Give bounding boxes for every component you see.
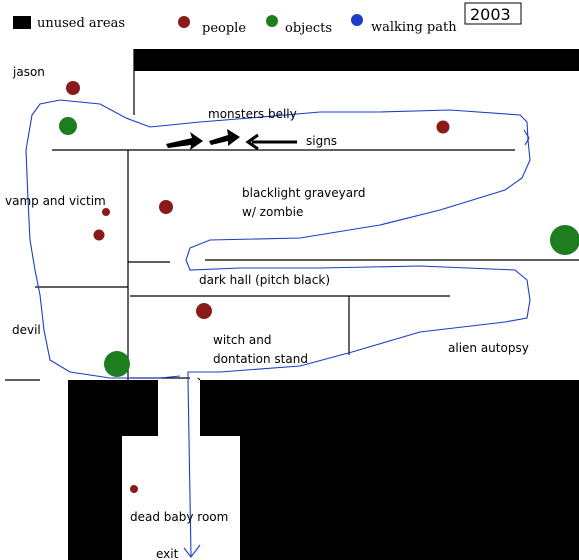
label-witch-line1: witch and bbox=[213, 333, 271, 347]
label-monsters-belly: monsters belly bbox=[208, 107, 297, 121]
label-blacklight-line1: blacklight graveyard bbox=[242, 186, 365, 200]
arrow-right-1-icon bbox=[166, 132, 203, 150]
person-dead-baby bbox=[130, 485, 138, 493]
legend-people-label: people bbox=[202, 21, 246, 36]
arrow-left-signs-icon bbox=[245, 133, 297, 151]
people-markers bbox=[66, 81, 450, 493]
object-graveyard bbox=[550, 225, 579, 255]
label-dark-hall: dark hall (pitch black) bbox=[199, 273, 330, 287]
person-vamp bbox=[102, 208, 110, 216]
room-labels: jason monsters belly signs vamp and vict… bbox=[5, 65, 529, 560]
label-dead-baby-room: dead baby room bbox=[130, 510, 228, 524]
year-box bbox=[464, 2, 522, 25]
object-markers bbox=[59, 117, 579, 377]
unused-area-top bbox=[134, 49, 579, 71]
legend-people-dot bbox=[178, 16, 190, 28]
direction-arrows bbox=[166, 129, 297, 151]
person-right-top bbox=[436, 120, 450, 134]
legend-path-dot bbox=[351, 14, 363, 26]
path-end-arrow-icon bbox=[523, 129, 530, 146]
label-witch-line2: dontation stand bbox=[213, 352, 308, 366]
object-jason bbox=[59, 117, 77, 135]
person-zombie bbox=[159, 200, 173, 214]
legend: unused areas people objects walking path… bbox=[13, 2, 522, 36]
person-witch bbox=[196, 303, 212, 319]
exit-arrow-icon bbox=[183, 544, 201, 558]
person-victim bbox=[93, 229, 105, 241]
label-vamp-and-victim: vamp and victim bbox=[5, 194, 106, 208]
legend-objects-label: objects bbox=[285, 21, 332, 36]
dead-baby-room-area bbox=[122, 436, 240, 560]
label-devil: devil bbox=[12, 323, 41, 337]
legend-unused-swatch bbox=[13, 16, 31, 29]
arrow-right-2-icon bbox=[209, 129, 240, 146]
unused-area-bottom-center bbox=[200, 380, 579, 560]
legend-unused-label: unused areas bbox=[37, 16, 125, 31]
label-exit: exit bbox=[156, 547, 179, 560]
label-signs: signs bbox=[306, 134, 337, 148]
legend-objects-dot bbox=[266, 15, 278, 27]
label-jason: jason bbox=[12, 65, 45, 79]
walls bbox=[5, 49, 579, 381]
label-alien-autopsy: alien autopsy bbox=[448, 341, 529, 355]
legend-path-label: walking path bbox=[371, 20, 457, 35]
object-devil bbox=[104, 351, 130, 377]
year-label: 2003 bbox=[470, 5, 511, 24]
label-blacklight-line2: w/ zombie bbox=[242, 205, 303, 219]
person-jason bbox=[66, 81, 80, 95]
walking-path bbox=[25, 99, 531, 557]
